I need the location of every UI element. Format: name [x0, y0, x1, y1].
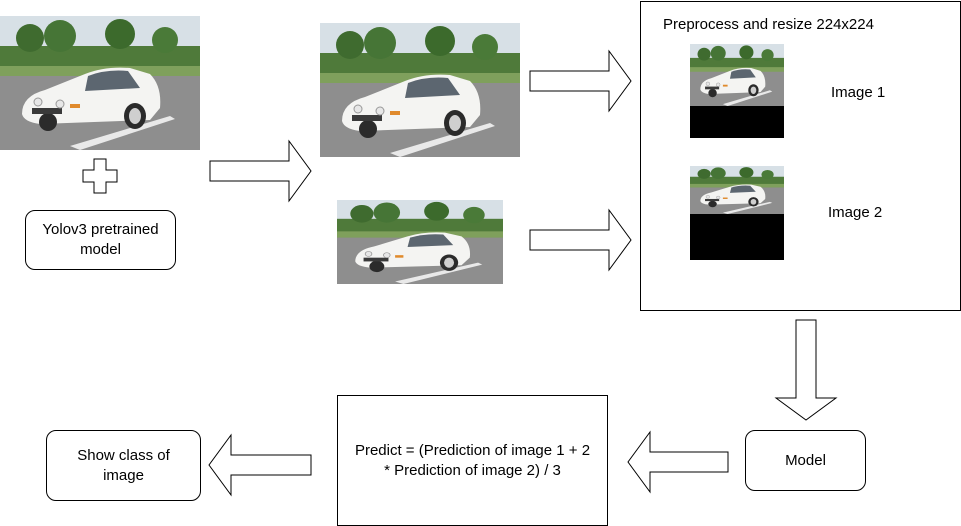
arrow-right-1 — [209, 139, 312, 203]
show-class-label: Show class of image — [77, 446, 170, 484]
resized-image-1-photo — [690, 44, 784, 106]
plus-icon — [82, 158, 118, 194]
arrow-left-2 — [208, 433, 312, 497]
input-car-photo — [0, 16, 200, 150]
model-box: Model — [745, 430, 866, 491]
resized-image-2-photo — [690, 166, 784, 214]
arrow-down — [774, 319, 838, 421]
yolo-model-label: Yolov3 pretrained model — [42, 221, 159, 258]
image-2-label: Image 2 — [828, 204, 883, 221]
arrow-right-2 — [529, 49, 632, 113]
resized-image-2 — [690, 166, 784, 260]
image-1-label: Image 1 — [831, 84, 886, 101]
yolo-model-box: Yolov3 pretrained model — [25, 210, 176, 270]
crop-photo-1 — [320, 23, 520, 157]
show-class-box: Show class of image — [46, 430, 201, 501]
arrow-left-1 — [627, 430, 729, 494]
resized-image-1 — [690, 44, 784, 138]
predict-box: Predict = (Prediction of image 1 + 2 * P… — [337, 395, 608, 526]
arrow-right-3 — [529, 208, 632, 272]
predict-formula: Predict = (Prediction of image 1 + 2 * P… — [354, 441, 591, 479]
preprocess-box: Preprocess and resize 224x224 Image 1 Im… — [640, 1, 961, 311]
model-label: Model — [785, 451, 826, 469]
crop-photo-2 — [337, 200, 503, 284]
preprocess-title: Preprocess and resize 224x224 — [663, 16, 874, 33]
